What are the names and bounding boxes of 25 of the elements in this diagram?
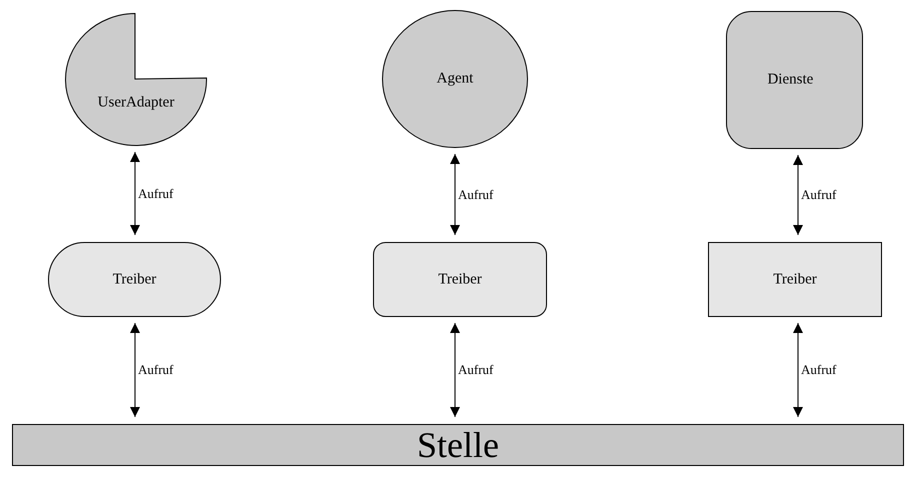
base-bar xyxy=(12,424,904,466)
node-label: Treiber xyxy=(112,271,156,288)
edge-label: Aufruf xyxy=(458,187,494,202)
node-label: UserAdapter xyxy=(98,94,174,112)
double-arrow xyxy=(130,152,140,236)
rounded-box xyxy=(726,11,863,149)
edge-label: Aufruf xyxy=(138,362,174,378)
edge-label: Aufruf xyxy=(458,362,494,378)
node-label: Treiber xyxy=(438,271,482,288)
node-label: Treiber xyxy=(773,271,817,288)
node-label: Agent xyxy=(436,70,474,88)
edge-label: Aufruf xyxy=(801,362,836,378)
ellipse-node xyxy=(382,10,528,148)
rounded-box xyxy=(373,242,547,317)
double-arrow xyxy=(130,322,140,418)
node-label: Dienste xyxy=(767,72,814,88)
pie-shape xyxy=(65,13,207,146)
process-box xyxy=(708,242,882,317)
double-arrow xyxy=(793,154,803,236)
double-arrow xyxy=(450,154,460,236)
double-arrow xyxy=(793,322,803,418)
edge-label: Aufruf xyxy=(138,186,174,201)
edge-label: Aufruf xyxy=(801,188,836,202)
node-label: Stelle xyxy=(417,424,499,466)
double-arrow xyxy=(450,322,460,418)
